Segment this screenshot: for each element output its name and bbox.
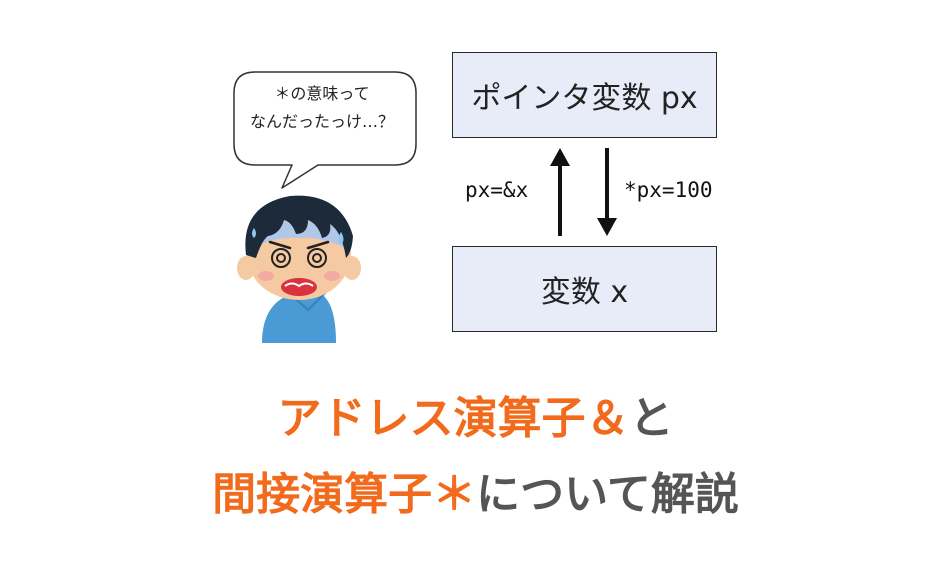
dereference-operator-label: *px=100 xyxy=(624,178,713,202)
confused-boy-icon xyxy=(237,195,361,343)
title-line-2-accent: 間接演算子＊ xyxy=(212,469,477,520)
title-line-1-accent: アドレス演算子＆ xyxy=(277,393,630,444)
pointer-variable-label: ポインタ変数 px xyxy=(471,81,698,116)
pointer-variable-box: ポインタ変数 px xyxy=(452,52,717,138)
title-line-1: アドレス演算子＆と xyxy=(0,382,951,446)
arrow-down-icon xyxy=(597,148,617,236)
title-line-2: 間接演算子＊について解説 xyxy=(0,458,951,522)
speech-bubble-line-2: なんだったっけ…？ xyxy=(249,112,394,131)
speech-bubble-shape xyxy=(233,71,417,189)
title-line-1-rest: と xyxy=(629,393,674,444)
speech-bubble-line-1: ＊の意味って xyxy=(274,84,370,103)
title-line-2-rest: について解説 xyxy=(476,469,739,520)
address-operator-label: px=&x xyxy=(465,178,529,202)
arrow-up-icon xyxy=(550,148,570,236)
speech-bubble-text: ＊の意味って なんだったっけ…？ xyxy=(232,80,412,136)
variable-label: 変数 x xyxy=(540,275,629,310)
variable-box: 変数 x xyxy=(452,246,717,332)
